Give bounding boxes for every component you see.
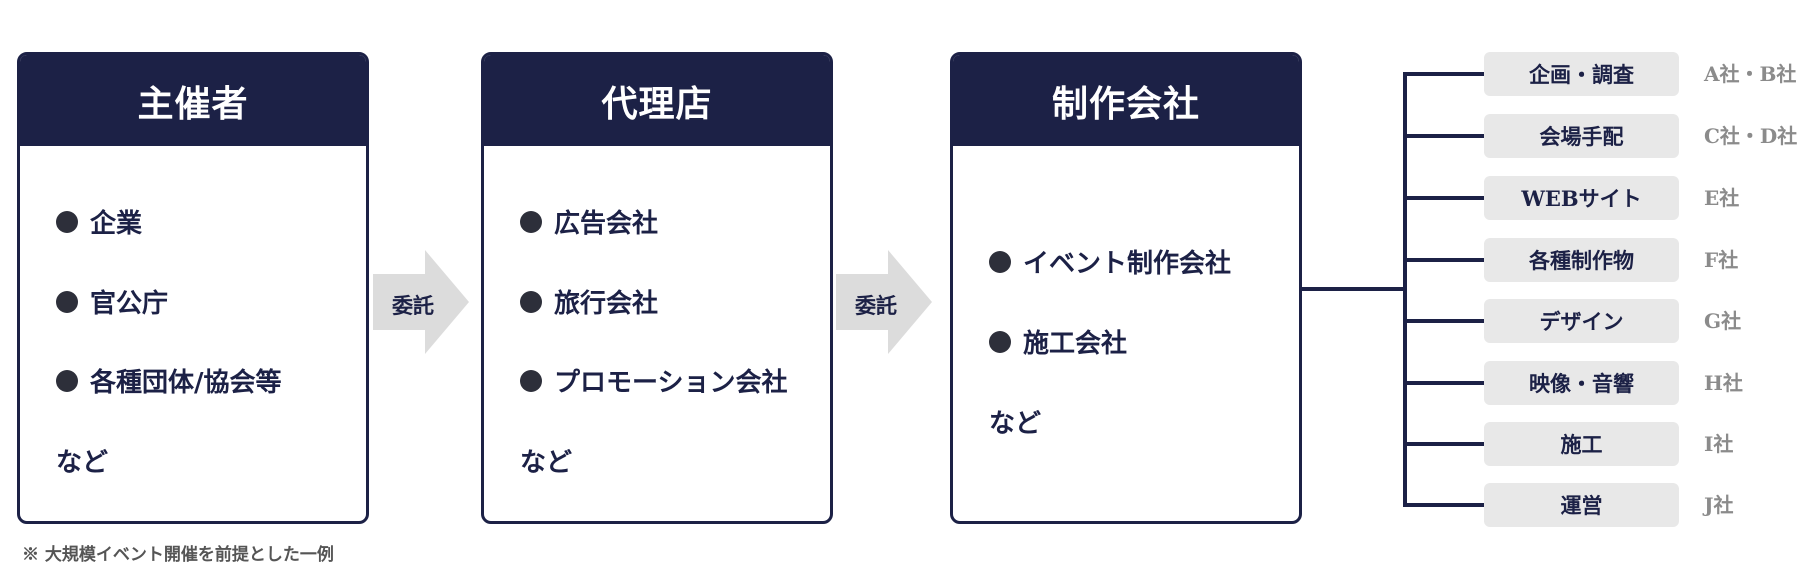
arrow-label: 委託 xyxy=(855,293,897,318)
card-note: など xyxy=(520,448,573,478)
bullet-icon xyxy=(56,369,78,392)
list-item-label: 施工会社 xyxy=(1023,329,1128,359)
company-label: F社 xyxy=(1704,248,1739,272)
list-item: 企業 xyxy=(56,203,142,240)
bullet-icon xyxy=(56,210,78,233)
list-item: 官公庁 xyxy=(56,283,168,320)
bullet-icon xyxy=(520,369,542,392)
arrow-right-icon xyxy=(836,250,932,354)
bullet-icon xyxy=(520,290,542,313)
company-label: C社・D社 xyxy=(1704,124,1798,148)
card-note: など xyxy=(989,409,1042,439)
company-label: I社 xyxy=(1704,432,1734,456)
company-label: G社 xyxy=(1704,309,1742,333)
list-item: イベント制作会社 xyxy=(989,243,1231,280)
arrow-delegate-2: 委託 xyxy=(836,250,932,358)
task-会場手配: 会場手配 xyxy=(1484,114,1679,158)
list-item: 旅行会社 xyxy=(520,283,658,320)
task-デザイン: デザイン xyxy=(1484,299,1679,343)
card-title: 制作会社 xyxy=(953,55,1299,146)
list-item-label: 旅行会社 xyxy=(554,289,659,319)
card-organizer: 主催者 企業 官公庁 各種団体/協会等 など xyxy=(17,52,369,524)
bullet-icon xyxy=(989,250,1011,273)
list-item: プロモーション会社 xyxy=(520,362,787,399)
list-item: 各種団体/協会等 xyxy=(56,362,282,399)
card-note: など xyxy=(56,448,109,478)
company-label: A社・B社 xyxy=(1704,62,1797,86)
list-item: 広告会社 xyxy=(520,203,658,240)
company-label: J社 xyxy=(1704,493,1734,517)
list-item-label: 企業 xyxy=(90,209,143,239)
card-production-company: 制作会社 イベント制作会社 施工会社 など xyxy=(950,52,1302,524)
bullet-icon xyxy=(989,330,1011,353)
card-agency: 代理店 広告会社 旅行会社 プロモーション会社 など xyxy=(481,52,833,524)
task-企画調査: 企画・調査 xyxy=(1484,52,1679,96)
card-title: 主催者 xyxy=(20,55,366,146)
footnote: ※ 大規模イベント開催を前提とした一例 xyxy=(22,545,334,565)
list-item-label: プロモーション会社 xyxy=(554,368,788,398)
list-item-label: 広告会社 xyxy=(554,209,659,239)
list-item-label: 官公庁 xyxy=(90,289,169,319)
task-各種制作物: 各種制作物 xyxy=(1484,238,1679,282)
list-item-label: 各種団体/協会等 xyxy=(90,368,282,398)
bullet-icon xyxy=(56,290,78,313)
bullet-icon xyxy=(520,210,542,233)
arrow-label: 委託 xyxy=(392,293,434,318)
list-item: 施工会社 xyxy=(989,323,1127,360)
company-label: H社 xyxy=(1704,371,1743,395)
task-施工: 施工 xyxy=(1484,422,1679,466)
task-webサイト: WEBサイト xyxy=(1484,176,1679,220)
arrow-delegate-1: 委託 xyxy=(373,250,469,358)
arrow-right-icon xyxy=(373,250,469,354)
list-item-label: イベント制作会社 xyxy=(1023,249,1232,279)
company-label: E社 xyxy=(1704,186,1740,210)
task-映像音響: 映像・音響 xyxy=(1484,361,1679,405)
card-title: 代理店 xyxy=(484,55,830,146)
task-運営: 運営 xyxy=(1484,483,1679,527)
